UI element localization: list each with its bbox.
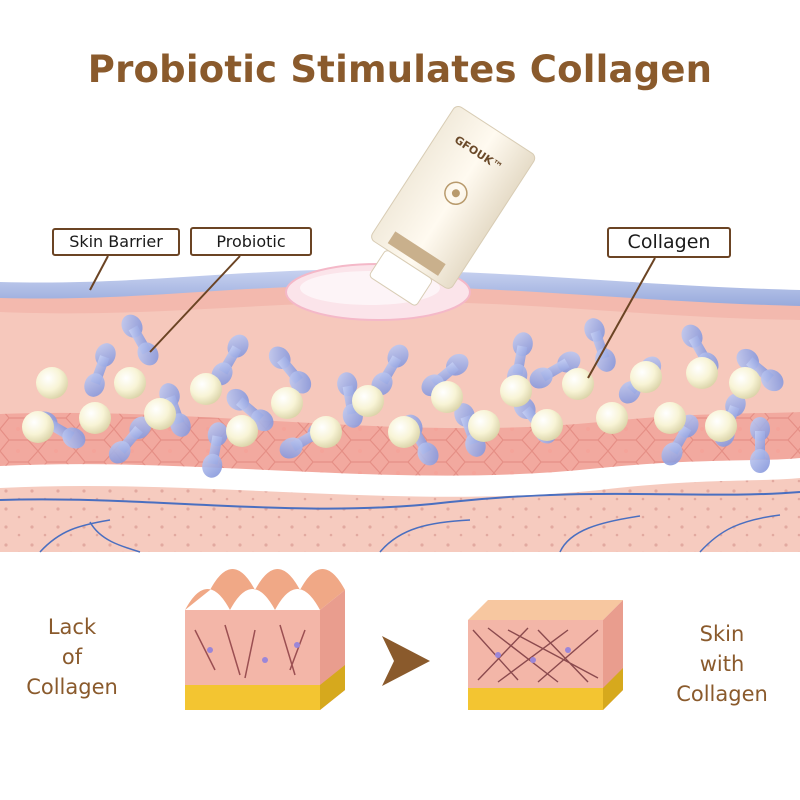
skin-barrier-label: Skin Barrier [52, 228, 180, 256]
collagen-sphere [114, 367, 146, 399]
probiotic-pointer [149, 255, 241, 353]
collagen-sphere [562, 368, 594, 400]
collagen-sphere [500, 375, 532, 407]
collagen-sphere [431, 381, 463, 413]
skin-barrier-pointer [89, 255, 109, 291]
skin-block-after [468, 600, 623, 710]
after-caption-line: with [699, 652, 745, 676]
blood-vessel [0, 491, 800, 510]
probiotic-rod [750, 417, 770, 473]
collagen-sphere [531, 409, 563, 441]
collagen-sphere [468, 410, 500, 442]
probiotic-rod [421, 353, 469, 397]
dermis-band [0, 455, 800, 497]
triangle-right-arrow-icon [382, 636, 430, 686]
probiotic-rod [121, 314, 159, 366]
after-caption-line: Skin [699, 622, 745, 646]
collagen-sphere [352, 385, 384, 417]
probiotic-rod [202, 422, 228, 478]
collagen-sphere [705, 410, 737, 442]
cream-tube: GFOUK™ [369, 105, 536, 306]
before-caption-line: of [61, 645, 83, 669]
collagen-sphere [729, 367, 761, 399]
collagen-sphere [654, 402, 686, 434]
collagen-sphere [226, 415, 258, 447]
collagen-label: Collagen [607, 227, 731, 258]
probiotic-rod [371, 344, 409, 396]
probiotic-rod [108, 416, 152, 464]
collagen-sphere [310, 416, 342, 448]
collagen-sphere [388, 416, 420, 448]
probiotic-rod [584, 318, 616, 372]
probiotic-rod [226, 388, 274, 432]
after-caption-line: Collagen [676, 682, 768, 706]
probiotic-rod [337, 372, 363, 428]
collagen-sphere [79, 402, 111, 434]
collagen-sphere [686, 357, 718, 389]
collagen-group [22, 357, 761, 448]
probiotic-rod [211, 334, 249, 386]
collagen-sphere [22, 411, 54, 443]
collagen-sphere [596, 402, 628, 434]
skin-barrier-layer [0, 269, 800, 306]
before-caption-line: Lack [47, 615, 97, 639]
collagen-pointer [587, 257, 656, 379]
probiotic-rod [529, 351, 581, 389]
probiotic-label: Probiotic [190, 227, 312, 256]
probiotic-rod [268, 346, 312, 394]
sun-logo-icon [444, 181, 468, 205]
collagen-sphere [271, 387, 303, 419]
collagen-sphere [190, 373, 222, 405]
collagen-sphere [36, 367, 68, 399]
skin-block-before [185, 569, 345, 710]
probiotic-rod [84, 343, 116, 397]
collagen-sphere [630, 361, 662, 393]
after-caption: Skin with Collagen [662, 619, 782, 709]
before-caption-line: Collagen [26, 675, 118, 699]
before-caption: Lack of Collagen [12, 612, 132, 702]
collagen-sphere [144, 398, 176, 430]
page-title: Probiotic Stimulates Collagen [87, 48, 713, 91]
probiotic-rod [736, 348, 784, 392]
